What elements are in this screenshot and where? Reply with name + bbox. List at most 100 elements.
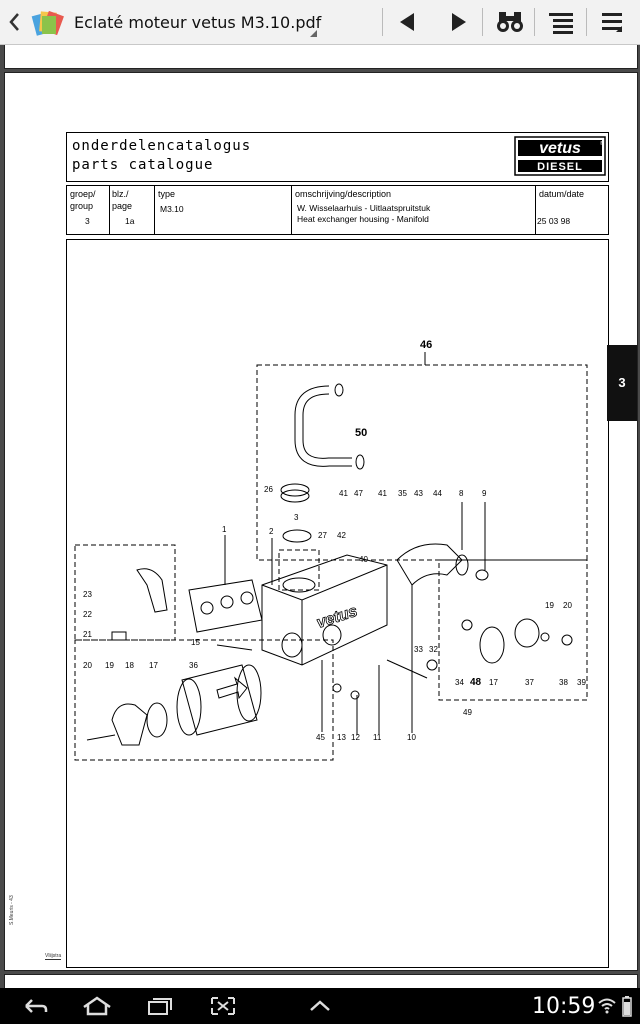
svg-text:46: 46 — [420, 339, 432, 351]
list-icon — [549, 13, 573, 34]
exploded-view-drawing: vetus — [66, 239, 609, 968]
page-footnote: S.Meuris - 43 — [9, 895, 15, 925]
callout-labels: 46 50 26 3 41 47 41 35 43 44 8 9 1 2 27 … — [83, 339, 586, 742]
svg-text:21: 21 — [83, 630, 92, 639]
svg-text:32: 32 — [429, 645, 438, 654]
description-label: omschrijving/description — [295, 189, 392, 199]
description-column: omschrijving/description W. Wisselaarhui… — [292, 186, 536, 234]
svg-text:®: ® — [600, 140, 604, 147]
svg-text:17: 17 — [149, 661, 158, 670]
svg-text:44: 44 — [433, 489, 442, 498]
home-nav-icon[interactable] — [80, 994, 114, 1018]
svg-text:22: 22 — [83, 610, 92, 619]
stamp: Vliijstra — [45, 953, 62, 960]
binoculars-icon — [497, 12, 523, 32]
system-navigation-bar: 10:59 — [0, 988, 640, 1024]
svg-text:8: 8 — [459, 489, 464, 498]
pdf-viewer[interactable]: onderdelencatalogus parts catalogue vetu… — [0, 45, 640, 995]
svg-text:3: 3 — [294, 513, 299, 522]
app-bar: Eclaté moteur vetus M3.10.pdf — [0, 0, 640, 45]
back-nav-icon[interactable] — [20, 994, 50, 1018]
exploded-view-illustration: vetus — [74, 339, 588, 761]
menu-icon — [602, 13, 622, 32]
svg-text:1: 1 — [222, 525, 227, 534]
svg-text:DIESEL: DIESEL — [537, 161, 583, 173]
svg-text:27: 27 — [318, 531, 327, 540]
find-button[interactable] — [490, 6, 530, 38]
catalogue-header: onderdelencatalogus parts catalogue vetu… — [66, 132, 609, 182]
svg-text:49: 49 — [463, 708, 472, 717]
back-icon[interactable] — [6, 9, 24, 35]
type-label: type — [158, 189, 176, 199]
group-value: 3 — [85, 216, 90, 226]
svg-text:2: 2 — [269, 527, 274, 536]
svg-text:42: 42 — [337, 531, 346, 540]
svg-text:50: 50 — [355, 427, 367, 439]
svg-text:33: 33 — [414, 645, 423, 654]
svg-text:26: 26 — [264, 485, 273, 494]
svg-text:23: 23 — [83, 590, 92, 599]
menu-button[interactable] — [592, 6, 632, 38]
page-label: blz./ page — [112, 189, 133, 211]
toolbar-divider — [534, 8, 535, 36]
triangle-left-icon — [400, 13, 414, 31]
recent-apps-icon[interactable] — [145, 994, 175, 1018]
svg-text:vetus: vetus — [539, 140, 581, 157]
previous-page-edge[interactable] — [4, 45, 638, 69]
svg-text:20: 20 — [563, 601, 572, 610]
toolbar-divider — [482, 8, 483, 36]
pdf-page[interactable]: onderdelencatalogus parts catalogue vetu… — [4, 72, 638, 971]
triangle-right-icon — [452, 13, 466, 31]
svg-text:34: 34 — [455, 678, 464, 687]
page-value: 1a — [125, 216, 135, 226]
toolbar-divider — [586, 8, 587, 36]
group-label: groep/ group — [70, 189, 96, 211]
catalogue-info-table: groep/ group 3 blz./ page 1a type M3.10 … — [66, 185, 609, 235]
chevron-up-icon[interactable] — [305, 994, 335, 1018]
svg-text:37: 37 — [525, 678, 534, 687]
svg-text:40: 40 — [359, 555, 368, 564]
svg-text:41: 41 — [339, 489, 348, 498]
svg-text:10: 10 — [407, 733, 416, 742]
svg-text:12: 12 — [351, 733, 360, 742]
svg-text:18: 18 — [125, 661, 134, 670]
svg-text:45: 45 — [316, 733, 325, 742]
wifi-icon — [598, 994, 616, 1018]
svg-text:36: 36 — [189, 661, 198, 670]
group-column: groep/ group 3 — [67, 186, 110, 234]
svg-text:vetus: vetus — [315, 603, 360, 632]
screenshot-icon[interactable] — [208, 994, 238, 1018]
svg-text:9: 9 — [482, 489, 487, 498]
document-title[interactable]: Eclaté moteur vetus M3.10.pdf — [74, 13, 322, 32]
section-tab: 3 — [607, 345, 637, 421]
date-label: datum/date — [539, 189, 585, 199]
next-page-button[interactable] — [438, 6, 478, 38]
svg-text:19: 19 — [105, 661, 114, 670]
svg-text:20: 20 — [83, 661, 92, 670]
svg-text:17: 17 — [489, 678, 498, 687]
svg-text:39: 39 — [577, 678, 586, 687]
svg-text:43: 43 — [414, 489, 423, 498]
svg-text:13: 13 — [337, 733, 346, 742]
description-english: Heat exchanger housing - Manifold — [297, 214, 429, 224]
svg-text:47: 47 — [354, 489, 363, 498]
svg-text:48: 48 — [470, 677, 482, 688]
status-clock: 10:59 — [532, 994, 596, 1019]
date-column: datum/date 25 03 98 — [536, 186, 608, 234]
document-app-icon — [30, 8, 64, 36]
type-column: type M3.10 — [155, 186, 292, 234]
svg-text:19: 19 — [545, 601, 554, 610]
header-dutch-title: onderdelencatalogus — [72, 138, 252, 154]
title-dropdown-indicator — [310, 30, 317, 37]
battery-icon — [620, 994, 634, 1018]
description-dutch: W. Wisselaarhuis - Uitlaatspruitstuk — [297, 203, 431, 213]
svg-text:11: 11 — [373, 733, 382, 742]
previous-page-button[interactable] — [388, 6, 428, 38]
svg-text:38: 38 — [559, 678, 568, 687]
svg-text:41: 41 — [378, 489, 387, 498]
toolbar-divider — [382, 8, 383, 36]
bookmarks-button[interactable] — [541, 6, 581, 38]
date-value: 25 03 98 — [537, 216, 571, 226]
vetus-diesel-logo: vetus ® DIESEL — [514, 136, 606, 176]
svg-text:15: 15 — [191, 638, 200, 647]
